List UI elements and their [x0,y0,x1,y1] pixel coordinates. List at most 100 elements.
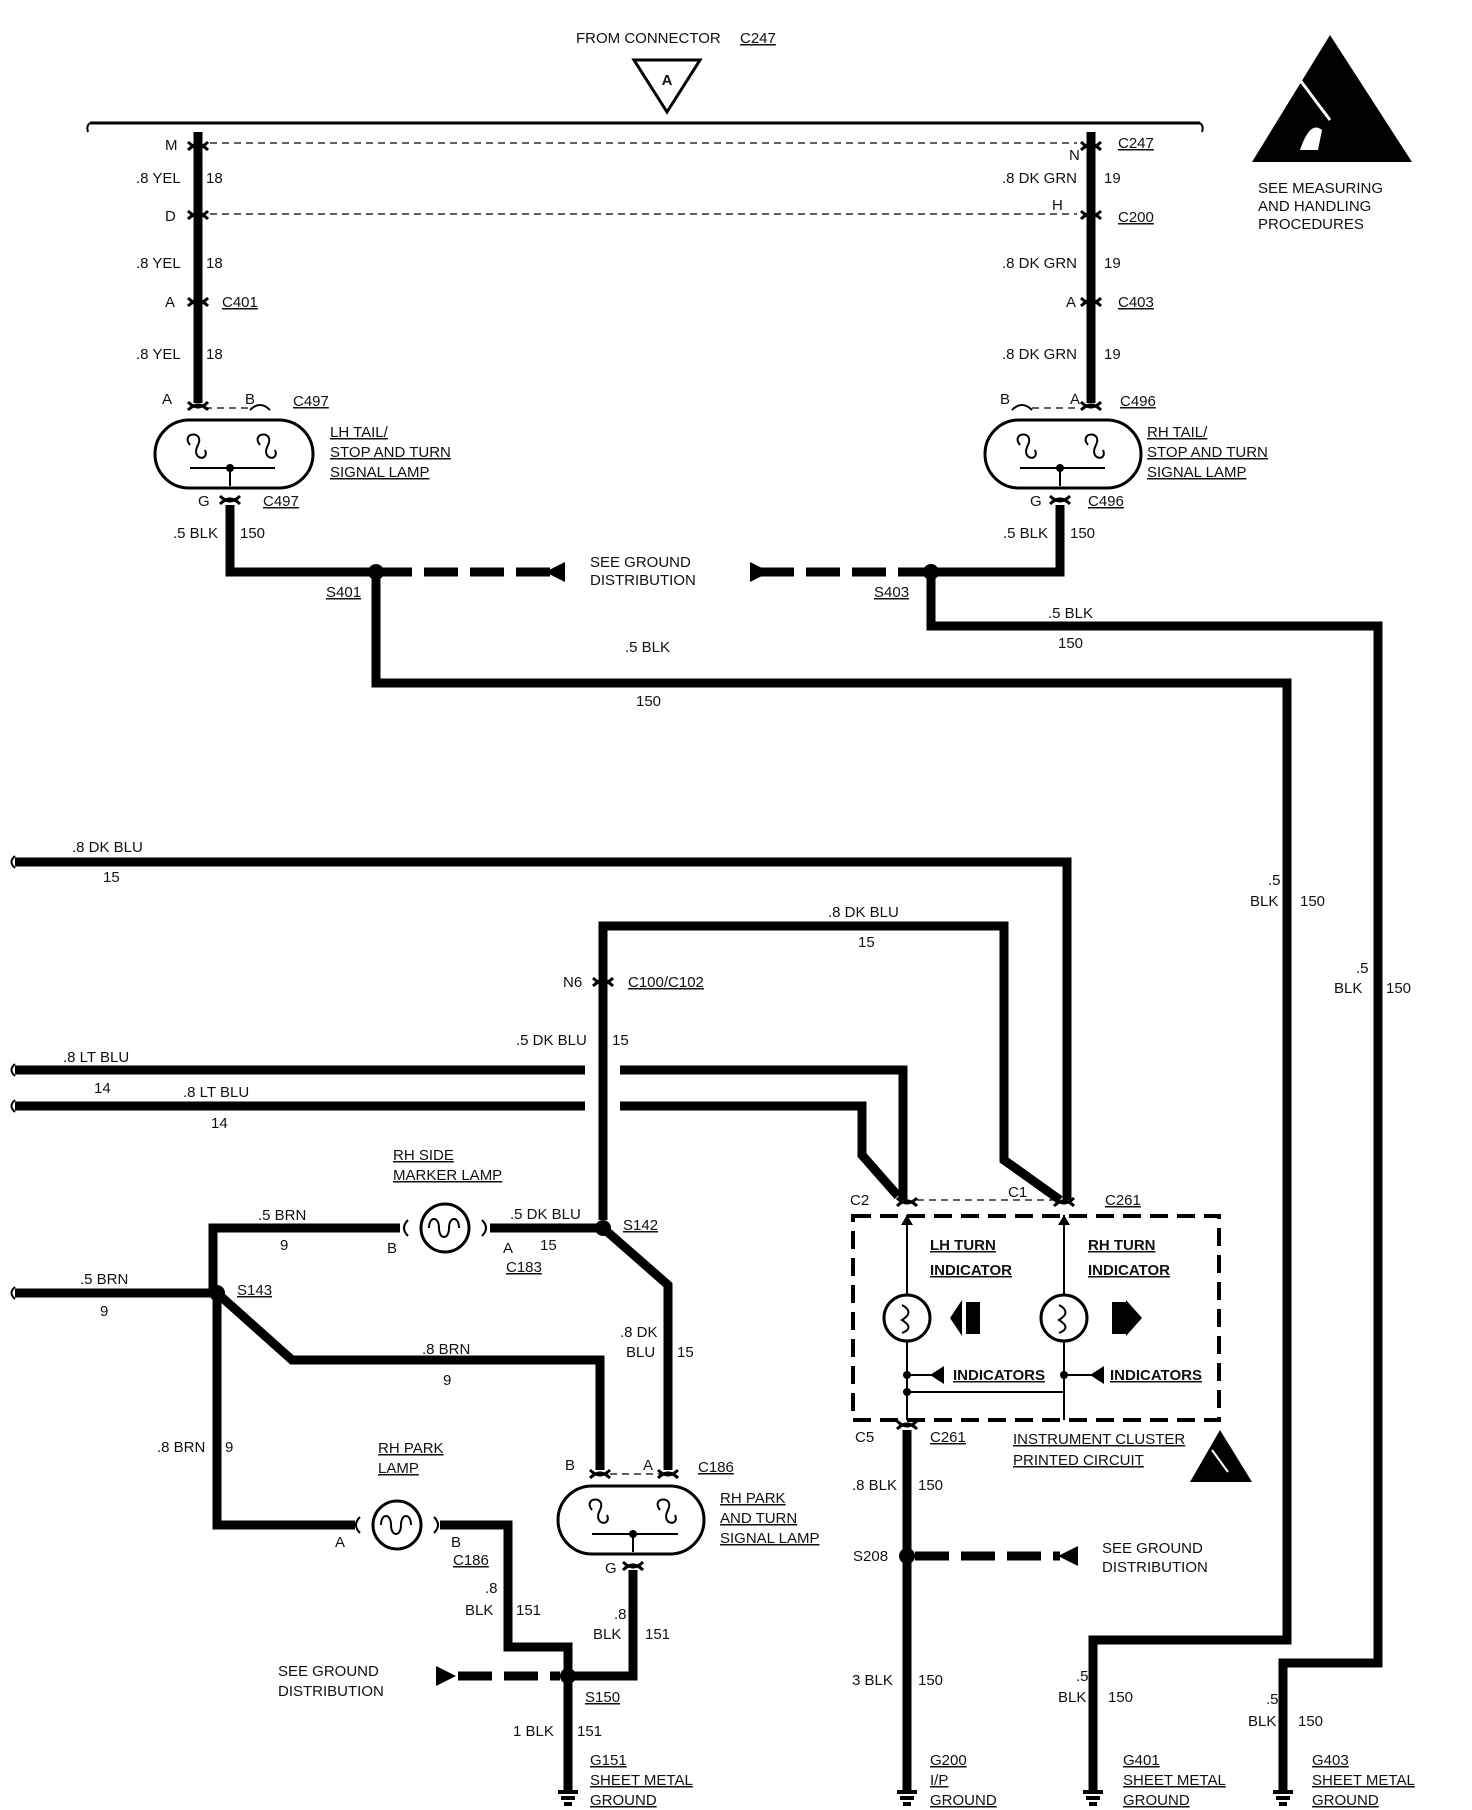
lh-pin-a1: A [165,294,175,311]
g200-line1: G200 [930,1752,967,1769]
brn-top-circuit: 9 [280,1237,288,1254]
rh-c200: C200 [1118,209,1154,226]
rh-indicator-bulb-icon [1039,1293,1089,1343]
dkblu-in-label: .8 DK BLU [72,839,143,856]
n6-pin: N6 [563,974,582,991]
from-connector-id: C247 [740,30,776,47]
dkblu-loop-label: .8 DK BLU [828,904,899,921]
lh-wire3: .8 YEL [136,346,181,363]
g401-line2: SHEET METAL [1123,1772,1226,1789]
blk3-circuit: 150 [918,1672,943,1689]
park-lamp-line1: RH PARK [378,1440,444,1457]
lh-tail-lamp-icon [153,418,315,490]
esd-note-line2: AND HANDLING [1258,198,1371,215]
lh-c497-top: C497 [293,393,329,410]
rh-tail-lamp-icon [983,418,1143,490]
rh-circuit3: 19 [1104,346,1121,363]
cluster-blk-circuit: 150 [918,1477,943,1494]
brn-in-circuit: 9 [100,1303,108,1320]
brn-top-wire [208,1223,400,1293]
v2-color: BLK [1334,980,1362,997]
g151-line2: SHEET METAL [590,1772,693,1789]
rh-c496-bot: C496 [1088,493,1124,510]
v1-color: BLK [1250,893,1278,910]
g403-gauge: .5 [1266,1691,1279,1708]
cluster-c5: C5 [855,1429,874,1446]
blk-left-color: BLK [465,1602,493,1619]
rear-see-ground-2: DISTRIBUTION [590,572,696,589]
ltblu1-circuit: 14 [94,1080,111,1097]
v2-circuit: 150 [1386,980,1411,997]
s403: S403 [874,584,909,601]
cluster-title-1: INSTRUMENT CLUSTER [1013,1431,1185,1448]
dkblu-in-wire [15,857,1072,1200]
brn-left-label: .8 BRN [157,1439,205,1456]
c186-park: C186 [453,1552,489,1569]
g151-line1: G151 [590,1752,627,1769]
lh-indicator-line2: INDICATOR [930,1262,1012,1279]
v1-circuit: 150 [1300,893,1325,910]
cluster-esd-icon [1190,1430,1252,1482]
lh-wire2: .8 YEL [136,255,181,272]
turn-blk-wire [572,1570,638,1681]
v2-gauge: .5 [1356,960,1369,977]
triangle-label: A [662,72,673,89]
rh-indicator-line2: INDICATOR [1088,1262,1170,1279]
lh-pin-m: M [165,137,178,154]
park-turn-lamp-icon [556,1484,706,1556]
park-lamp-bulb-icon [371,1499,423,1551]
ltblu2-label: .8 LT BLU [183,1084,249,1101]
lh-circuit1: 18 [206,170,223,187]
g403-line3: GROUND [1312,1792,1379,1809]
rh-pin-n: N [1069,147,1080,164]
g200-line2: I/P [930,1772,948,1789]
s208: S208 [853,1548,888,1565]
brn-in-label: .5 BRN [80,1271,128,1288]
g200-line3: GROUND [930,1792,997,1809]
g401-gauge: .5 [1076,1668,1089,1685]
rh-pin-a2: A [1070,391,1080,408]
s208-splice [899,1548,915,1564]
blk1-label: 1 BLK [513,1723,554,1740]
s208-see-2: DISTRIBUTION [1102,1559,1208,1576]
g401-line1: G401 [1123,1752,1160,1769]
g401-line3: GROUND [1123,1792,1190,1809]
v1-gauge: .5 [1268,872,1281,889]
ltblu1-label: .8 LT BLU [63,1049,129,1066]
brn-mid-label: .8 BRN [422,1341,470,1358]
rh-circuit2: 19 [1104,255,1121,272]
rh-indicator-line1: RH TURN [1088,1237,1156,1254]
dkblu-diag-1: .8 DK [620,1324,658,1341]
dkblu-v-circuit: 15 [612,1032,629,1049]
park-turn-line1: RH PARK [720,1490,786,1507]
s150: S150 [585,1689,620,1706]
dkblu-loop-wire [598,921,1063,1220]
rh-c403: C403 [1118,294,1154,311]
g403-color: BLK [1248,1713,1276,1730]
dkblu-v-label: .5 DK BLU [516,1032,587,1049]
rh-c247: C247 [1118,135,1154,152]
lh-gnd-circuit: 150 [240,525,265,542]
indicators-1: INDICATORS [953,1367,1045,1384]
lh-pin-d: D [165,208,176,225]
park-lamp-line2: LAMP [378,1460,419,1477]
side-pin-b: B [387,1240,397,1257]
s150-see-2: DISTRIBUTION [278,1683,384,1700]
c183: C183 [506,1259,542,1276]
lh-pin-b: B [245,391,255,408]
esd-note-line3: PROCEDURES [1258,216,1364,233]
turn-pin-b: B [565,1457,575,1474]
dkblu-loop-circuit: 15 [858,934,875,951]
g403-line2: SHEET METAL [1312,1772,1415,1789]
cluster-blk-label: .8 BLK [852,1477,897,1494]
park-pin-a: A [335,1534,345,1551]
s150-see-1: SEE GROUND [278,1663,379,1680]
cluster-c2: C2 [850,1192,869,1209]
s143: S143 [237,1282,272,1299]
cluster-c1: C1 [1008,1184,1027,1201]
lh-circuit2: 18 [206,255,223,272]
g151-line3: GROUND [590,1792,657,1809]
rh-pin-a1: A [1066,294,1076,311]
indicators-2: INDICATORS [1110,1367,1202,1384]
